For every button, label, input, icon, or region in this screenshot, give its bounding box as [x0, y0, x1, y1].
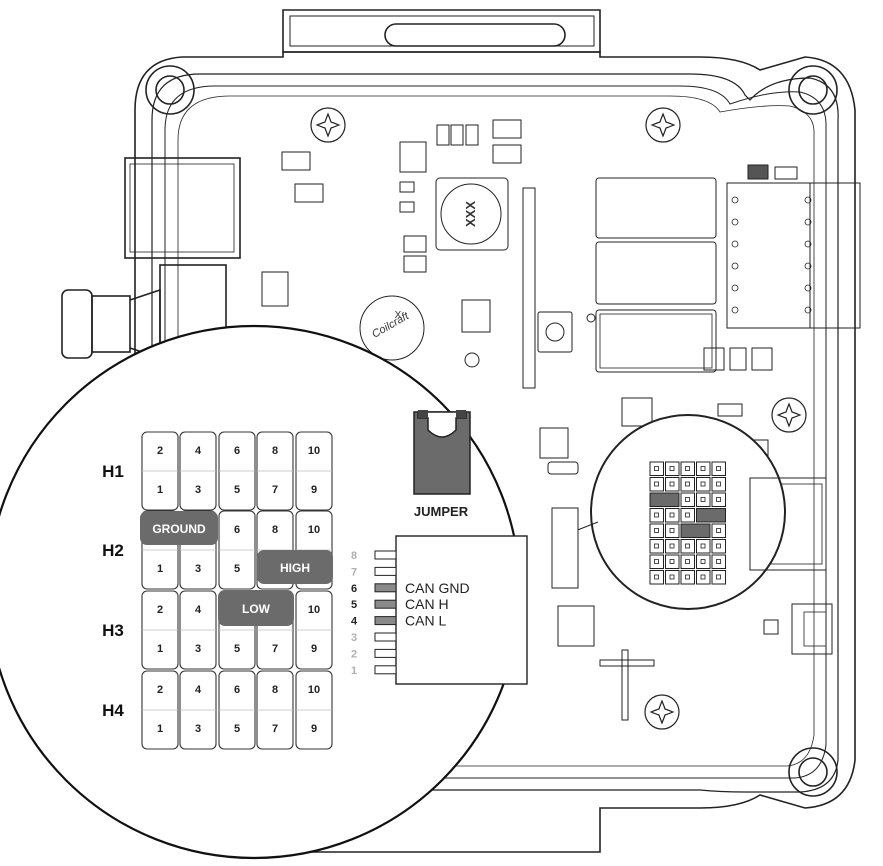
connector-pin-lead [374, 566, 397, 576]
connector-pin-lead [374, 648, 397, 658]
pin-number: 10 [308, 524, 320, 536]
coilcraft-label: Coilcraft [370, 310, 412, 341]
pin-number: 3 [195, 484, 201, 496]
header-locator-circle [551, 414, 827, 610]
pin-number: 2 [157, 684, 163, 696]
pin-number: 1 [157, 563, 163, 575]
connector-pin-8: 8 [351, 550, 397, 562]
jumper-high-label: HIGH [280, 561, 310, 575]
header-h1: H1 2 1 4 3 6 5 8 7 10 9 [102, 431, 333, 511]
pin-number: 5 [234, 643, 240, 655]
pin-number: 5 [234, 484, 240, 496]
connector-pin-5: 5 CAN H [351, 596, 449, 612]
pin-number: 4 [195, 604, 202, 616]
header-label: H4 [102, 701, 124, 720]
pin-number: 8 [272, 524, 278, 536]
mini-header-grid [649, 461, 726, 585]
connector-pin-lead [374, 665, 397, 675]
pin-number: 2 [157, 445, 163, 457]
connector-pin-number: 2 [351, 648, 357, 660]
connector-pin-number: 4 [351, 616, 358, 628]
header-label: H1 [102, 462, 124, 481]
can-connector: 8 7 6 CAN GND 5 CAN H 4 CAN L 3 2 1 [351, 535, 528, 685]
mini-jumper-high [696, 508, 726, 523]
connector-pin-6: 6 CAN GND [351, 580, 470, 596]
pin-number: 4 [195, 684, 202, 696]
pin-number: 1 [157, 723, 163, 735]
connector-signal-label: CAN GND [405, 580, 470, 596]
connector-pin-4: 4 CAN L [351, 613, 447, 629]
mounting-screws [310, 107, 807, 730]
header-label: H3 [102, 621, 124, 640]
jumper-high: HIGH [257, 550, 333, 584]
pin-number: 10 [308, 445, 320, 457]
connector-pin-3: 3 [351, 632, 397, 644]
pin-number: 1 [157, 643, 163, 655]
pin-number: 1 [157, 484, 163, 496]
connector-pin-2: 2 [351, 648, 397, 660]
pin-number: 7 [272, 484, 278, 496]
jumper-low-label: LOW [242, 602, 271, 616]
jumper-ground-label: GROUND [152, 522, 206, 536]
connector-pin-7: 7 [351, 566, 397, 578]
board-components [261, 119, 861, 721]
connector-pin-number: 7 [351, 566, 357, 578]
connector-pin-1: 1 [351, 665, 397, 677]
header-label: H2 [102, 541, 124, 560]
connector-pins: 8 7 6 CAN GND 5 CAN H 4 CAN L 3 2 1 [351, 550, 470, 677]
jumper-legend-label: JUMPER [414, 504, 469, 519]
pin-number: 9 [311, 484, 317, 496]
pin-number: 9 [311, 643, 317, 655]
pin-number: 4 [195, 445, 202, 457]
connector-pin-lead [374, 550, 397, 560]
jumper-legend: JUMPER [413, 410, 471, 519]
coilcraft-mark: X [395, 310, 402, 321]
pin-number: 8 [272, 445, 278, 457]
pin-number: 7 [272, 723, 278, 735]
pin-number: 9 [311, 723, 317, 735]
pin-number: 2 [157, 604, 163, 616]
pin-number: 10 [308, 684, 320, 696]
pin-number: 6 [234, 445, 240, 457]
pin-number: 10 [308, 604, 320, 616]
connector-pin-number: 8 [351, 550, 357, 562]
mini-jumper-low [680, 523, 711, 538]
connector-pin-lead [374, 583, 397, 593]
connector-pin-number: 3 [351, 632, 357, 644]
pin-number: 6 [234, 524, 240, 536]
connector-signal-label: CAN L [405, 613, 446, 629]
jumper-ground: GROUND [140, 511, 218, 545]
pin-number: 5 [234, 563, 240, 575]
connector-pin-number: 6 [351, 583, 357, 595]
connector-signal-label: CAN H [405, 596, 449, 612]
pin-number: 7 [272, 643, 278, 655]
header-h4: H4 2 1 4 3 6 5 8 7 10 9 [102, 670, 333, 750]
inductor-label: XXX [463, 201, 478, 227]
pin-number: 3 [195, 643, 201, 655]
jumper-low: LOW [218, 590, 294, 626]
mini-jumper-ground [649, 492, 680, 507]
pin-number: 6 [234, 684, 240, 696]
pin-number: 8 [272, 684, 278, 696]
pin-number: 3 [195, 563, 201, 575]
connector-pin-lead [374, 616, 397, 626]
connector-pin-lead [374, 599, 397, 609]
connector-pin-lead [374, 632, 397, 642]
pin-number: 3 [195, 723, 201, 735]
connector-pin-number: 5 [351, 599, 357, 611]
connector-pin-number: 1 [351, 665, 357, 677]
pin-number: 5 [234, 723, 240, 735]
